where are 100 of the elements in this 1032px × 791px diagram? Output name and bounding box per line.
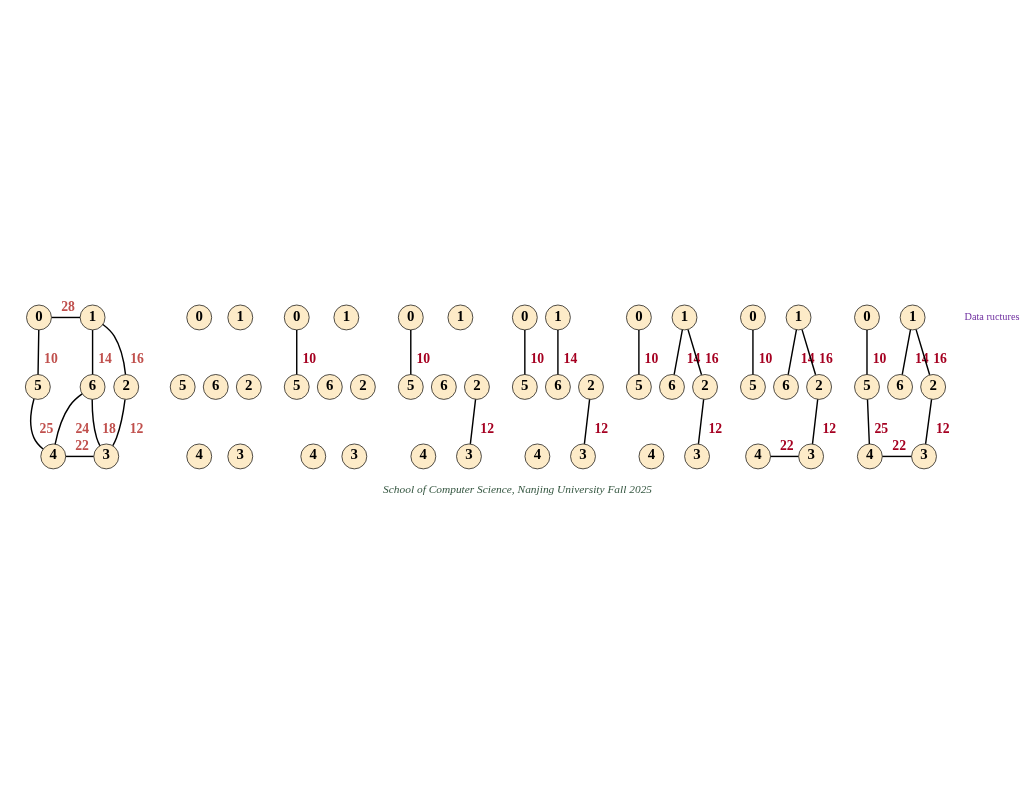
node-circle: 6 [431, 374, 457, 400]
connector [638, 329, 640, 376]
node-circle: 1 [447, 304, 474, 331]
edge-label: 12 [129, 420, 144, 436]
edge-label: 12 [822, 420, 837, 436]
node-circle: 0 [626, 304, 652, 331]
node-circle: 0 [512, 304, 538, 331]
node-circle: 0 [283, 304, 310, 331]
node-circle: 6 [545, 374, 571, 400]
connector [91, 329, 94, 376]
edge-label: 25 [874, 420, 889, 436]
node-circle: 6 [317, 374, 343, 400]
node-circle: 1 [545, 304, 571, 331]
edge-label: 18 [102, 420, 116, 436]
node-circle: 4 [40, 443, 67, 470]
node-circle: 6 [773, 374, 799, 400]
connector [54, 393, 83, 445]
edge-label: 12 [935, 420, 950, 436]
connector [37, 329, 40, 376]
edge-label: 14 [563, 351, 578, 367]
node-circle: 5 [740, 374, 766, 400]
node-circle: 5 [854, 374, 880, 400]
node-circle: 6 [887, 374, 913, 400]
connector [557, 329, 559, 376]
node-circle: 1 [899, 304, 926, 331]
node-circle: 6 [202, 374, 229, 400]
connector [50, 316, 81, 319]
edge-label: 10 [44, 351, 58, 367]
edge-label: 24 [75, 420, 90, 436]
connector [65, 455, 95, 458]
edge-label: 10 [416, 351, 431, 367]
node-circle: 5 [626, 374, 652, 400]
connector [91, 398, 101, 447]
label: Data ructures [964, 310, 1020, 322]
node-circle: 1 [79, 304, 106, 331]
node-circle: 5 [398, 374, 424, 400]
connector [112, 398, 126, 447]
connector [752, 329, 754, 376]
node-circle: 4 [638, 443, 665, 470]
edge-label: 25 [39, 420, 54, 436]
node-circle: 2 [692, 374, 718, 400]
node-circle: 4 [524, 443, 551, 470]
connector [30, 398, 44, 450]
node-circle: 5 [283, 374, 310, 400]
node-circle: 3 [570, 443, 596, 470]
node-circle: 2 [113, 374, 140, 400]
connector [901, 329, 912, 376]
node-circle: 5 [512, 374, 538, 400]
node-circle: 3 [93, 443, 120, 470]
connector [697, 398, 705, 445]
node-circle: 3 [341, 443, 368, 470]
node-circle: 4 [857, 443, 883, 470]
node-circle: 6 [659, 374, 685, 400]
connector [102, 323, 127, 376]
node-circle: 1 [671, 304, 698, 331]
edge-label: 10 [644, 351, 659, 367]
node-circle: 2 [464, 374, 490, 400]
node-circle: 0 [854, 304, 880, 331]
connector [469, 398, 477, 445]
node-circle: 1 [333, 304, 360, 331]
connector [410, 329, 412, 376]
node-circle: 0 [186, 304, 212, 331]
node-circle: 3 [227, 443, 254, 470]
connector [769, 455, 800, 458]
caption: School of Computer Science, Nanjing University Fall 2025 [383, 483, 653, 496]
node-circle: 2 [236, 374, 262, 400]
edge-label: 10 [872, 351, 887, 367]
edge-label: 10 [758, 351, 773, 367]
edge-label: 16 [933, 351, 947, 367]
node-circle: 3 [456, 443, 482, 470]
node-circle: 4 [186, 443, 212, 470]
edge-label: 14 [98, 351, 112, 367]
edge-label: 16 [705, 351, 719, 367]
node-circle: 4 [745, 443, 771, 470]
edge-label: 16 [819, 351, 833, 367]
edge-label: 22 [892, 437, 907, 453]
node-circle: 2 [920, 374, 946, 400]
edge-label: 16 [130, 351, 144, 367]
connector [811, 398, 819, 445]
node-circle: 2 [350, 374, 376, 400]
node-circle: 5 [169, 374, 196, 400]
node-circle: 1 [227, 304, 254, 331]
edge-label: 28 [61, 298, 75, 314]
connector [673, 329, 684, 376]
edge-label: 22 [75, 437, 89, 453]
connector [296, 329, 298, 376]
node-circle: 2 [806, 374, 832, 400]
connector [866, 398, 871, 445]
node-circle: 0 [398, 304, 424, 331]
connector [881, 455, 913, 458]
node-circle: 2 [578, 374, 604, 400]
edge-label: 10 [302, 351, 317, 367]
node-circle: 5 [25, 374, 51, 400]
connector [866, 329, 868, 376]
node-circle: 4 [410, 443, 437, 470]
node-circle: 1 [785, 304, 812, 331]
edge-label: 22 [780, 437, 794, 453]
node-circle: 3 [798, 443, 824, 470]
node-circle: 0 [26, 304, 52, 331]
node-circle: 6 [79, 374, 106, 400]
